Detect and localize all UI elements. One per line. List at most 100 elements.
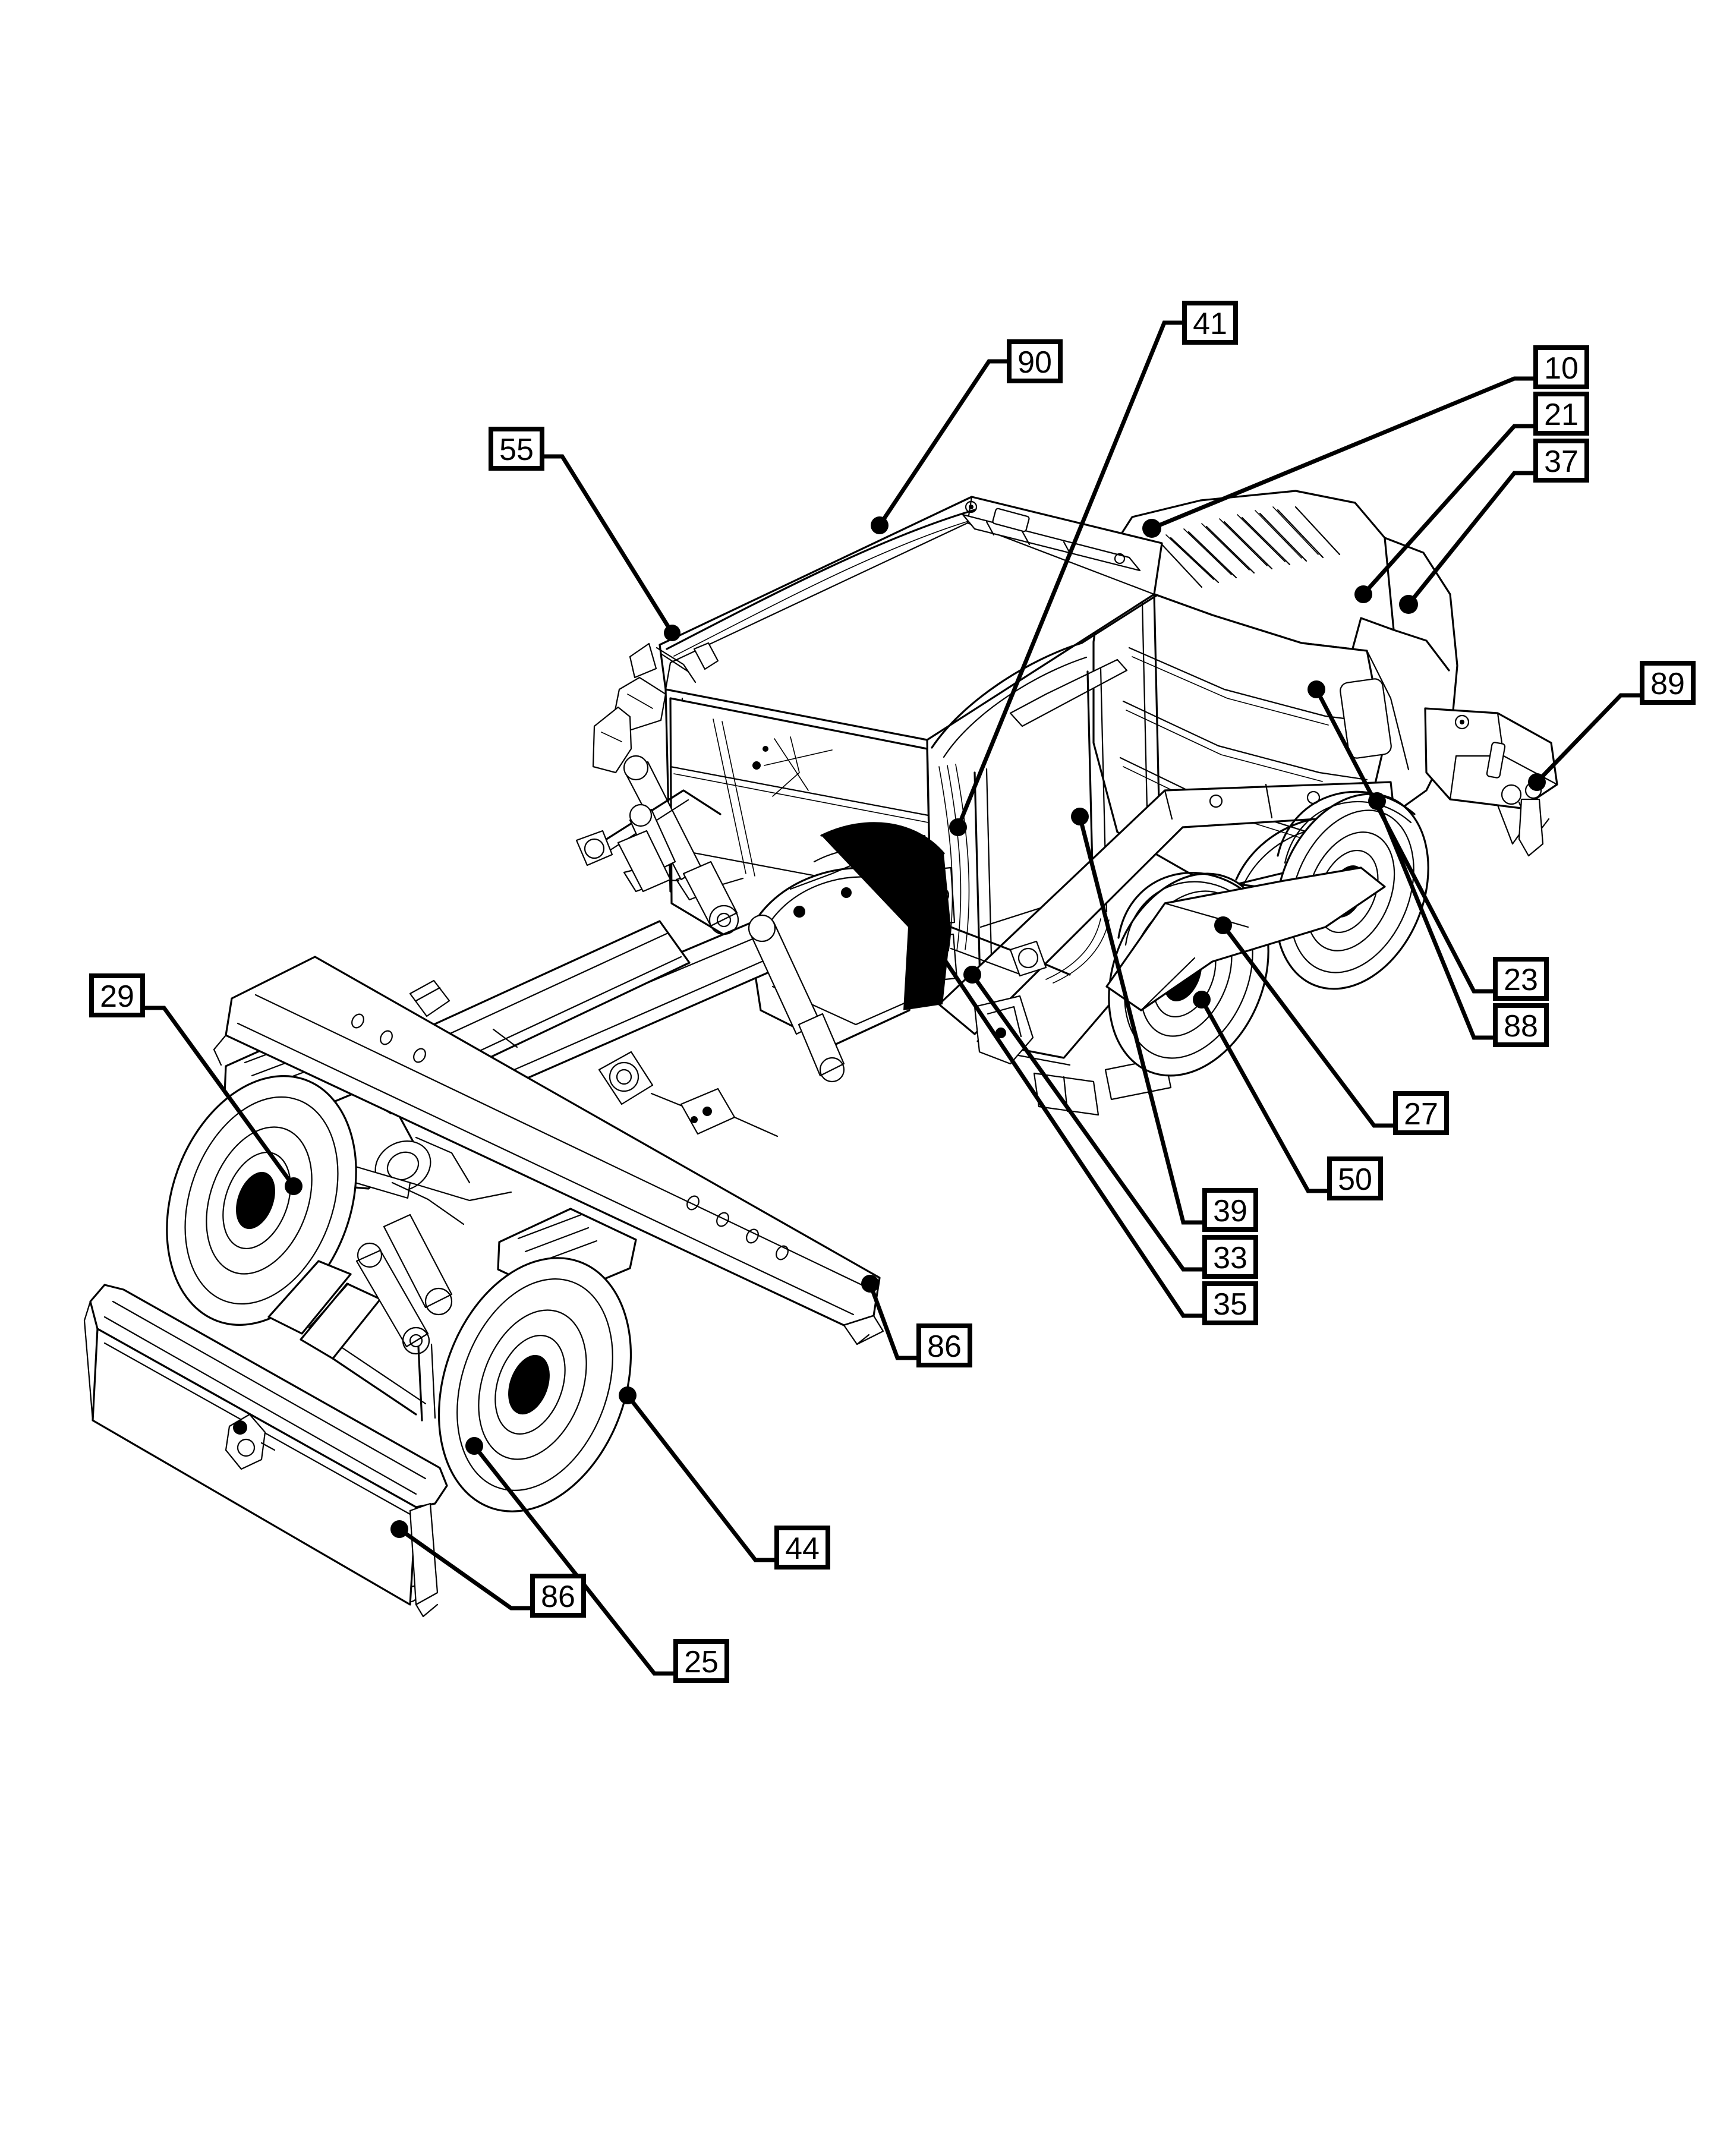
leader-line <box>1375 800 1495 1040</box>
callout-number: 89 <box>1650 667 1685 701</box>
side-wing-blade <box>213 956 884 1345</box>
callout-box[interactable] <box>916 1323 972 1367</box>
leader-line <box>1314 688 1495 994</box>
callout-55[interactable]: 55 <box>489 427 680 641</box>
misc-hardware <box>409 979 779 1137</box>
callout-box[interactable] <box>1182 301 1238 345</box>
callout-23[interactable]: 23 <box>1307 680 1549 1001</box>
callout-44[interactable]: 44 <box>619 1386 830 1570</box>
front-frame-axle <box>166 803 691 1512</box>
drawbar-circle-assembly <box>415 755 1110 1113</box>
leader-anchor-dot <box>861 1275 879 1293</box>
callout-number: 41 <box>1193 307 1227 341</box>
callout-86[interactable]: 86 <box>861 1275 972 1367</box>
callout-box[interactable] <box>1493 1003 1549 1047</box>
leader-line <box>1407 471 1536 606</box>
callout-box[interactable] <box>1327 1156 1383 1200</box>
front-blade-assembly <box>83 1284 448 1618</box>
leader-anchor-dot <box>1354 585 1372 603</box>
callout-21[interactable]: 21 <box>1354 392 1589 603</box>
callout-86[interactable]: 86 <box>390 1520 586 1618</box>
callout-box[interactable] <box>530 1574 586 1618</box>
leader-anchor-dot <box>1307 680 1325 698</box>
leader-anchor-dot <box>465 1437 483 1455</box>
leader-anchor-dot <box>900 897 918 915</box>
leader-line <box>1362 424 1536 596</box>
callout-88[interactable]: 88 <box>1368 792 1549 1047</box>
leader-line <box>626 1394 777 1562</box>
callout-box[interactable] <box>1007 339 1063 383</box>
callout-25[interactable]: 25 <box>465 1437 729 1683</box>
callout-10[interactable]: 10 <box>1142 345 1589 538</box>
callout-box[interactable] <box>489 427 544 471</box>
callout-number: 50 <box>1338 1162 1372 1197</box>
callout-35[interactable]: 35 <box>900 897 1258 1325</box>
callout-box[interactable] <box>1533 439 1589 483</box>
leader-anchor-dot <box>664 625 680 641</box>
callout-37[interactable]: 37 <box>1399 439 1589 614</box>
leader-anchor-dot <box>1399 595 1418 614</box>
leader-anchor-dot <box>390 1520 408 1538</box>
callout-box[interactable] <box>1493 957 1549 1001</box>
callout-box[interactable] <box>1640 661 1696 705</box>
leader-line <box>1199 998 1329 1193</box>
leader-line <box>868 1282 919 1360</box>
callout-box[interactable] <box>1202 1188 1258 1232</box>
leader-anchor-dot <box>949 818 967 836</box>
leader-anchor-dot <box>285 1177 303 1195</box>
callout-box[interactable] <box>1202 1235 1258 1279</box>
callout-50[interactable]: 50 <box>1193 991 1383 1200</box>
callout-29[interactable]: 29 <box>89 973 303 1195</box>
callout-box[interactable] <box>774 1526 830 1570</box>
callout-number: 39 <box>1213 1194 1247 1228</box>
leader-line <box>143 1006 295 1188</box>
callout-39[interactable]: 39 <box>1071 808 1258 1232</box>
callout-number: 37 <box>1544 445 1579 479</box>
leader-anchor-dot <box>1214 916 1232 934</box>
callout-number: 55 <box>499 433 534 467</box>
leader-line <box>472 1444 676 1676</box>
leader-line <box>956 320 1184 828</box>
leader-anchor-dot <box>1071 808 1089 825</box>
callout-number: 33 <box>1213 1241 1247 1275</box>
leader-line <box>1151 376 1536 531</box>
push-frame <box>267 1214 453 1422</box>
callout-number: 27 <box>1404 1097 1438 1132</box>
leader-line <box>1221 924 1395 1128</box>
callout-89[interactable]: 89 <box>1528 661 1696 791</box>
leader-anchor-dot <box>1368 792 1386 810</box>
callout-number: 29 <box>100 979 134 1014</box>
callout-90[interactable]: 90 <box>871 339 1063 534</box>
leader-line <box>542 454 674 634</box>
leader-line <box>878 359 1009 527</box>
callout-box[interactable] <box>1533 345 1589 389</box>
callout-number: 10 <box>1544 351 1579 386</box>
leader-line <box>1535 693 1642 784</box>
callouts-layer: 55 90 41 10 21 37 89 23 88 27 50 39 33 35 29 86 44 25 86 <box>89 301 1696 1683</box>
callout-number: 25 <box>684 1645 719 1679</box>
callout-box[interactable] <box>1393 1091 1449 1135</box>
callout-box[interactable] <box>1533 392 1589 436</box>
callout-number: 86 <box>927 1329 962 1364</box>
callout-41[interactable]: 41 <box>949 301 1238 836</box>
callout-number: 23 <box>1504 963 1538 997</box>
callout-27[interactable]: 27 <box>1214 916 1449 1135</box>
leader-line <box>398 1527 533 1611</box>
callout-box[interactable] <box>1202 1281 1258 1325</box>
callout-box[interactable] <box>673 1639 729 1683</box>
callout-number: 86 <box>541 1580 575 1614</box>
callout-number: 90 <box>1017 345 1052 380</box>
callout-number: 35 <box>1213 1287 1247 1322</box>
callout-number: 88 <box>1504 1009 1538 1044</box>
leader-anchor-dot <box>871 516 889 534</box>
callout-number: 21 <box>1544 398 1579 432</box>
machine-illustration <box>83 490 1558 1618</box>
callout-33[interactable]: 33 <box>963 966 1258 1279</box>
callout-number: 44 <box>785 1531 820 1566</box>
callout-box[interactable] <box>89 973 145 1017</box>
leader-line <box>907 905 1205 1318</box>
leader-anchor-dot <box>1528 773 1546 791</box>
leader-anchor-dot <box>963 966 981 984</box>
